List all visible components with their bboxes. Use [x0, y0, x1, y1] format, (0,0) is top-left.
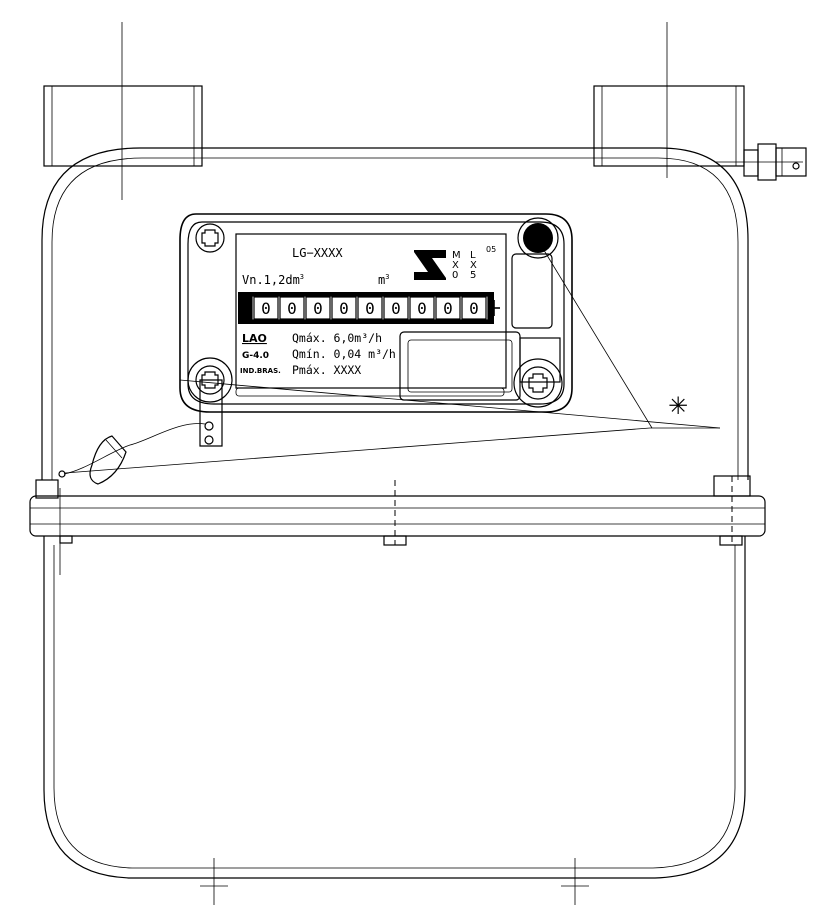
seal-anchor [58, 470, 66, 478]
mark-letter-x1: X [452, 260, 459, 271]
counter-wheel [383, 296, 409, 320]
mark-letter-x2: X [470, 260, 477, 271]
counter-wheel [279, 296, 305, 320]
size-label: G-4.0 [242, 351, 269, 361]
counter-wheel [331, 296, 357, 320]
unit-letter: m [378, 273, 385, 287]
mark-letters: M L X X 0 5 [452, 250, 477, 281]
counter-digit: 0 [339, 299, 349, 318]
counter-wheel [409, 296, 435, 320]
counter-digit: 0 [287, 299, 297, 318]
qmax-label: Qmáx. 6,0m³/h [292, 331, 382, 345]
index-plate [179, 213, 573, 413]
lower-housing [43, 536, 746, 879]
seal-cap [89, 435, 127, 485]
housing-flange [29, 475, 766, 546]
mark-letter-m: M [452, 250, 461, 261]
inlet-connector [43, 85, 203, 167]
pressure-tap-fitting [743, 143, 807, 181]
seal-tab [63, 379, 223, 475]
brand-label: LAO [242, 332, 267, 345]
upper-housing [41, 147, 749, 480]
mark-letter-0: 0 [452, 270, 458, 281]
screw-top-left [195, 223, 225, 253]
construction-lines [59, 22, 803, 905]
outlet-connector [593, 85, 745, 167]
screw-bottom-right [513, 358, 563, 408]
counter-digit: 0 [469, 299, 479, 318]
counter-digit: 0 [391, 299, 401, 318]
star-marker: ✳ [668, 392, 688, 420]
unit-superscript: 3 [385, 273, 389, 281]
counter-wheel [253, 296, 279, 320]
mark-letter-l: L [470, 250, 476, 261]
counter-digit: 0 [443, 299, 453, 318]
mark-letter-5: 5 [470, 270, 476, 281]
counter-wheel [435, 296, 461, 320]
pmax-label: Pmáx. XXXX [292, 363, 361, 377]
upper-housing-inner [51, 157, 739, 480]
counter-wheel [357, 296, 383, 320]
mark-number: 05 [486, 245, 496, 254]
screw-bottom-left [187, 357, 233, 403]
test-dial-button [517, 217, 559, 259]
counter-digit: 0 [365, 299, 375, 318]
model-label: LG−XXXX [292, 246, 343, 260]
counter-digit: 0 [417, 299, 427, 318]
approval-mark-icon [414, 250, 446, 280]
volume-per-revolution: Vn.1,2dm3 [242, 273, 304, 287]
vn-label: Vn.1,2dm [242, 273, 300, 287]
counter-wheel [461, 296, 487, 320]
lower-housing-inner [53, 545, 736, 869]
counter-wheel [305, 296, 331, 320]
unit-label: m3 [378, 273, 389, 287]
counter-digit: 0 [261, 299, 271, 318]
vn-superscript: 3 [300, 273, 304, 281]
origin-label: IND.BRAS. [240, 367, 281, 375]
counter-digit: 0 [313, 299, 323, 318]
qmin-label: Qmín. 0,04 m³/h [292, 347, 396, 361]
